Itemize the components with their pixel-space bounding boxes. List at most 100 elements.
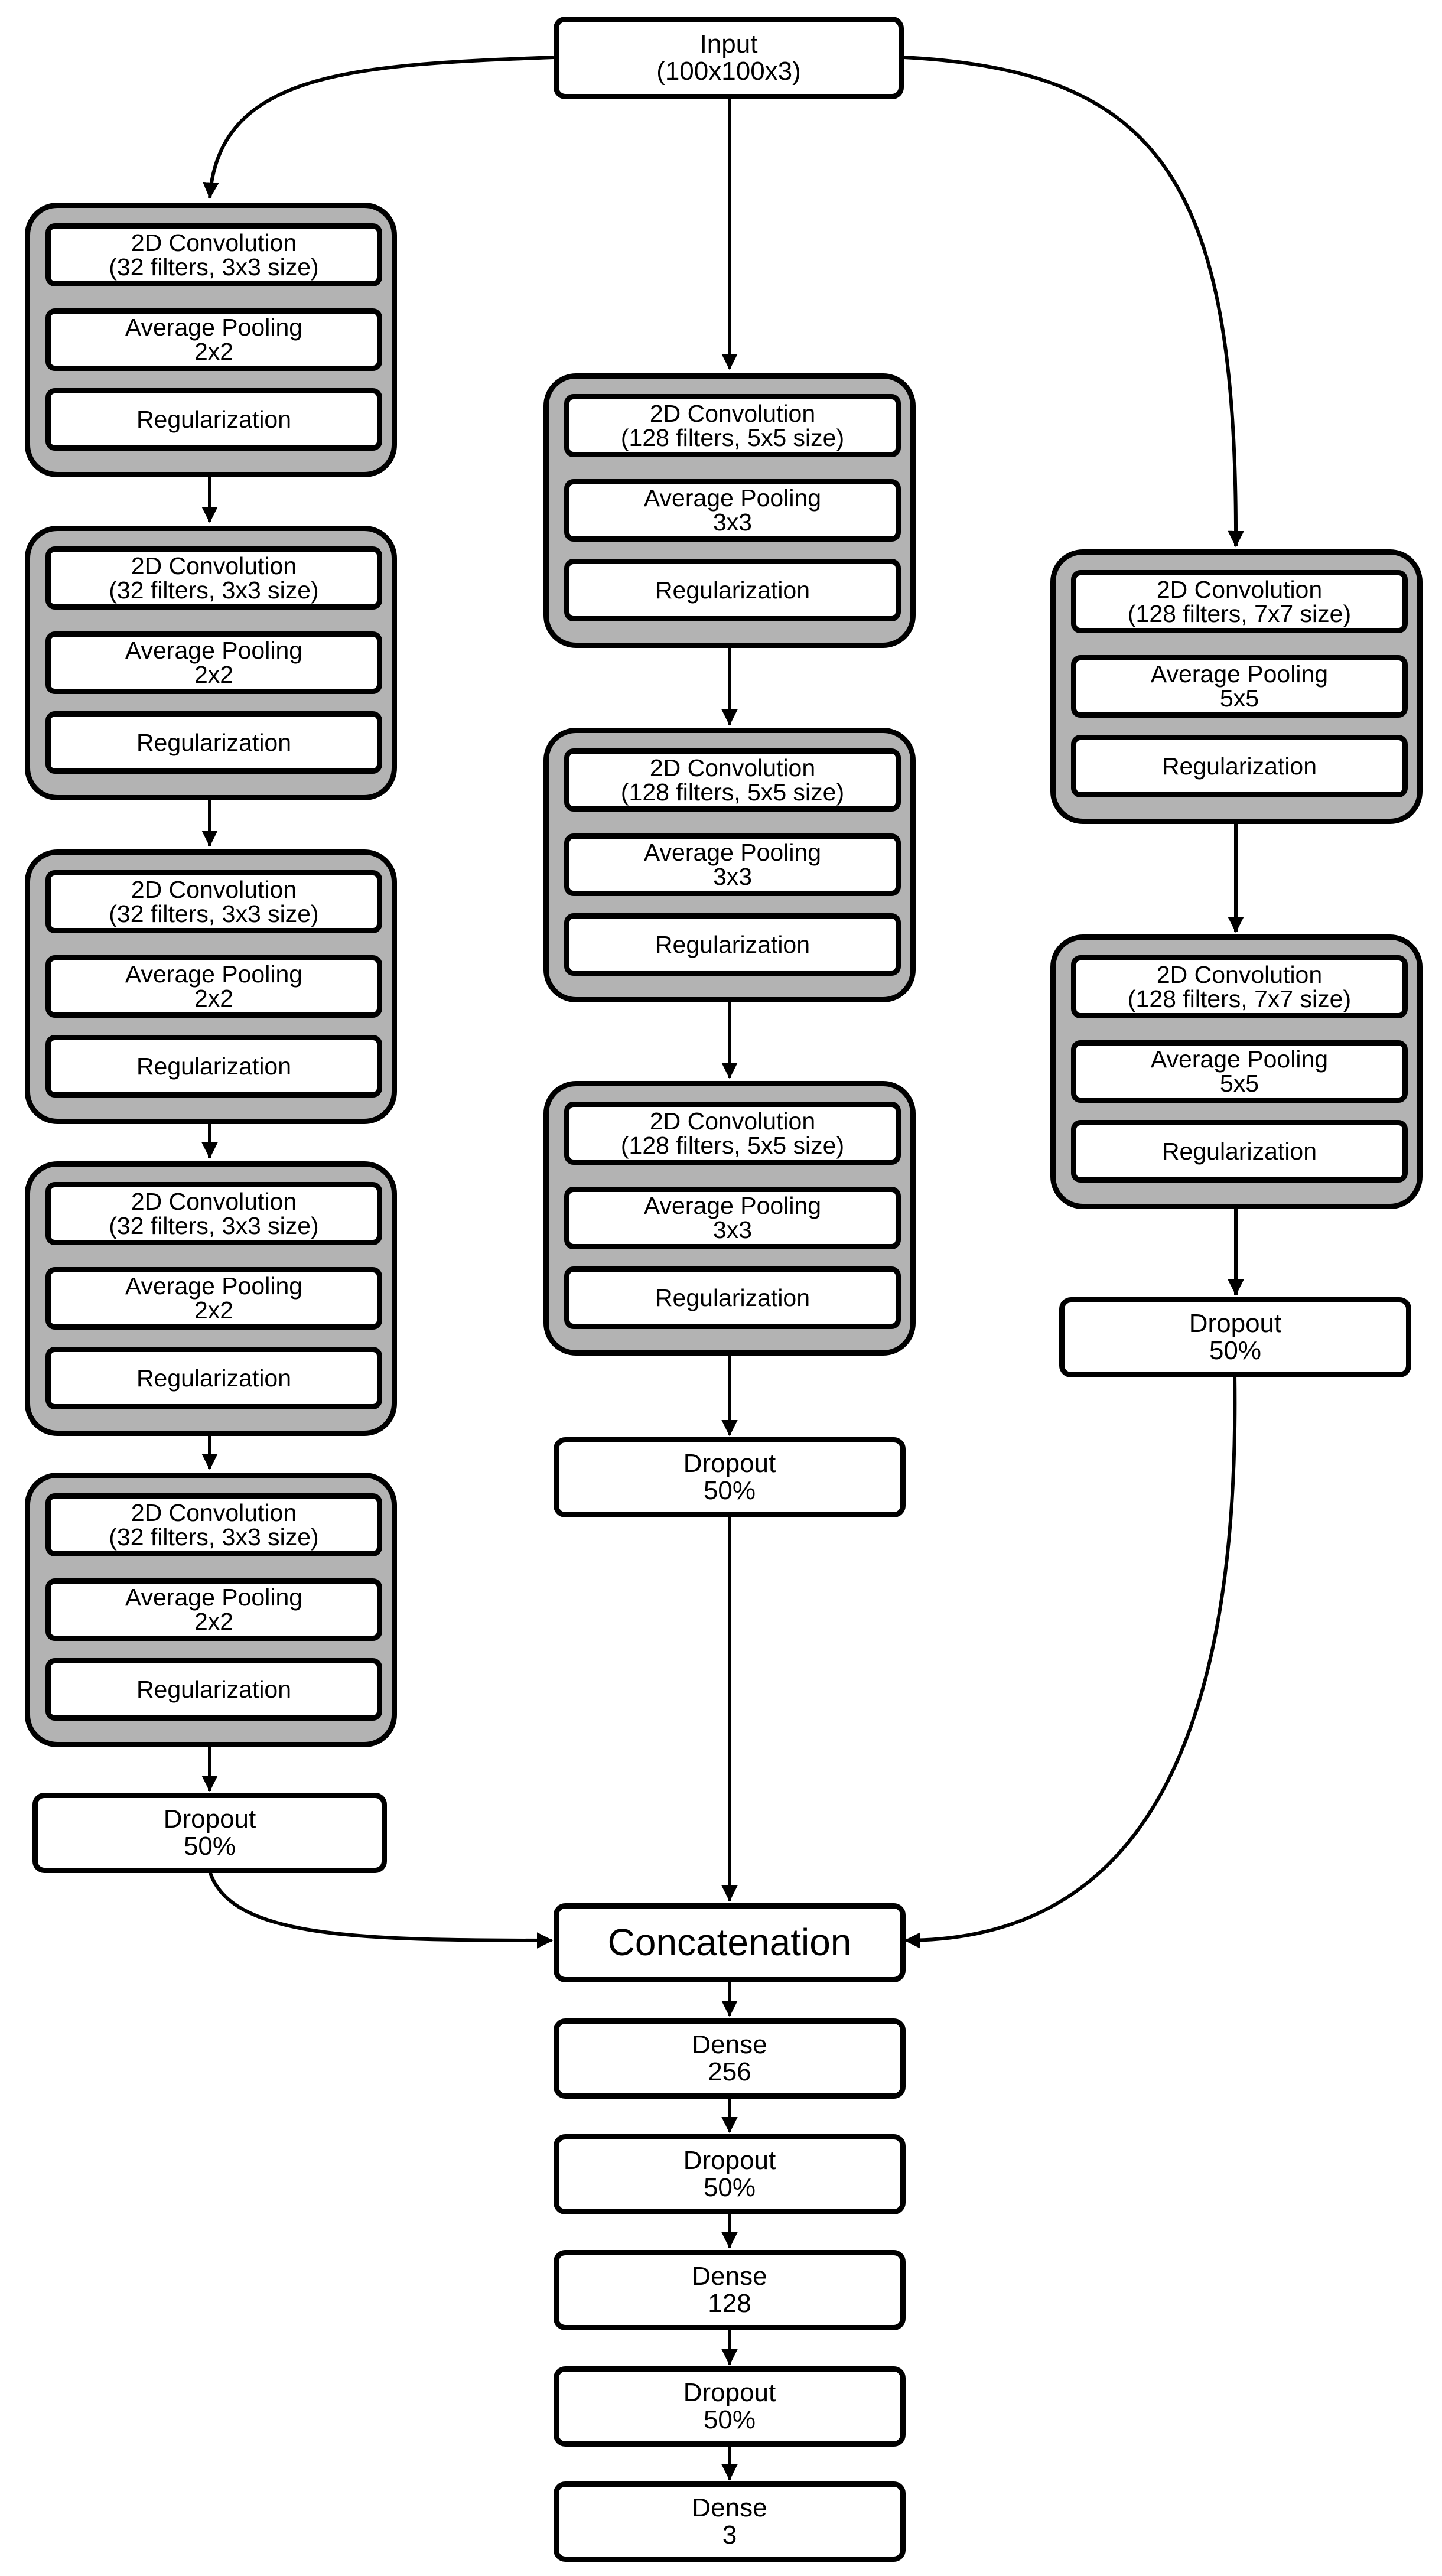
conv2d-layer: 2D Convolution (32 filters, 3x3 size)	[45, 546, 382, 610]
input-label: Input	[699, 29, 758, 58]
dropout-label: Dropout	[683, 2145, 776, 2175]
avg-pool-label: Average Pooling	[1150, 1046, 1329, 1073]
avg-pool-size: 3x3	[712, 1216, 753, 1243]
avg-pool-label: Average Pooling	[125, 960, 303, 988]
concatenation-node: Concatenation	[554, 1903, 906, 1982]
head-dropout-2-node: Dropout 50%	[554, 2366, 906, 2447]
regularization-label: Regularization	[136, 405, 292, 433]
avg-pool-label: Average Pooling	[643, 1192, 822, 1219]
dropout-rate: 50%	[703, 2405, 756, 2434]
dropout-label: Dropout	[683, 1448, 776, 1478]
left-dropout-node: Dropout 50%	[32, 1793, 387, 1873]
regularization-layer: Regularization	[45, 1658, 382, 1721]
conv2d-layer: 2D Convolution (128 filters, 5x5 size)	[564, 748, 901, 812]
dense-label: Dense	[692, 2493, 767, 2522]
dense-256-node: Dense 256	[554, 2018, 906, 2099]
avg-pool-size: 2x2	[194, 661, 234, 688]
avg-pool-label: Average Pooling	[125, 637, 303, 664]
dropout-rate: 50%	[703, 1476, 756, 1505]
avg-pool-label: Average Pooling	[1150, 660, 1329, 688]
regularization-label: Regularization	[136, 1675, 292, 1703]
edge-input-to-left	[203, 56, 554, 199]
regularization-layer: Regularization	[45, 711, 382, 774]
conv2d-params: (32 filters, 3x3 size)	[109, 1212, 319, 1239]
middle-conv-block-1: 2D Convolution (128 filters, 5x5 size) A…	[543, 373, 916, 648]
conv2d-label: 2D Convolution	[131, 552, 297, 579]
regularization-layer: Regularization	[564, 913, 901, 976]
avg-pool-size: 2x2	[194, 338, 234, 365]
avg-pool-layer: Average Pooling 3x3	[564, 833, 901, 896]
edge-left-dropout-to-concat	[208, 1871, 554, 1949]
regularization-label: Regularization	[136, 1052, 292, 1080]
conv2d-label: 2D Convolution	[131, 1187, 297, 1215]
regularization-layer: Regularization	[564, 559, 901, 621]
conv2d-params: (32 filters, 3x3 size)	[109, 900, 319, 927]
concatenation-label: Concatenation	[607, 1921, 852, 1964]
middle-conv-block-3: 2D Convolution (128 filters, 5x5 size) A…	[543, 1081, 916, 1356]
edge-right-dropout-to-concat	[904, 1375, 1237, 1949]
conv2d-label: 2D Convolution	[649, 1107, 816, 1135]
regularization-label: Regularization	[136, 1364, 292, 1392]
avg-pool-layer: Average Pooling 5x5	[1071, 1040, 1408, 1103]
avg-pool-layer: Average Pooling 2x2	[45, 631, 382, 694]
dense-label: Dense	[692, 2030, 767, 2059]
avg-pool-size: 5x5	[1219, 1070, 1259, 1097]
regularization-label: Regularization	[136, 728, 292, 756]
conv2d-layer: 2D Convolution (32 filters, 3x3 size)	[45, 223, 382, 286]
avg-pool-label: Average Pooling	[643, 484, 822, 512]
conv2d-layer: 2D Convolution (128 filters, 5x5 size)	[564, 1102, 901, 1165]
right-conv-block-2: 2D Convolution (128 filters, 7x7 size) A…	[1050, 934, 1423, 1209]
left-conv-block-3: 2D Convolution (32 filters, 3x3 size) Av…	[25, 849, 397, 1124]
middle-conv-block-2: 2D Convolution (128 filters, 5x5 size) A…	[543, 728, 916, 1002]
dropout-rate: 50%	[1209, 1336, 1262, 1365]
avg-pool-layer: Average Pooling 5x5	[1071, 655, 1408, 718]
input-shape: (100x100x3)	[656, 57, 801, 86]
conv2d-layer: 2D Convolution (32 filters, 3x3 size)	[45, 870, 382, 933]
avg-pool-size: 3x3	[712, 509, 753, 536]
left-conv-block-4: 2D Convolution (32 filters, 3x3 size) Av…	[25, 1161, 397, 1436]
avg-pool-layer: Average Pooling 3x3	[564, 479, 901, 542]
avg-pool-layer: Average Pooling 2x2	[45, 955, 382, 1018]
avg-pool-size: 2x2	[194, 985, 234, 1012]
avg-pool-label: Average Pooling	[125, 1272, 303, 1300]
left-conv-block-1: 2D Convolution (32 filters, 3x3 size) Av…	[25, 203, 397, 477]
dropout-rate: 50%	[183, 1832, 236, 1861]
avg-pool-layer: Average Pooling 2x2	[45, 1267, 382, 1330]
left-conv-block-5: 2D Convolution (32 filters, 3x3 size) Av…	[25, 1473, 397, 1747]
regularization-label: Regularization	[1161, 1137, 1317, 1165]
dense-units: 256	[708, 2057, 751, 2086]
edge-input-to-right	[903, 56, 1244, 548]
conv2d-layer: 2D Convolution (128 filters, 7x7 size)	[1071, 955, 1408, 1018]
avg-pool-size: 3x3	[712, 863, 753, 890]
avg-pool-layer: Average Pooling 3x3	[564, 1187, 901, 1249]
conv2d-layer: 2D Convolution (32 filters, 3x3 size)	[45, 1493, 382, 1556]
conv2d-label: 2D Convolution	[649, 399, 816, 427]
dense-128-node: Dense 128	[554, 2250, 906, 2330]
avg-pool-size: 2x2	[194, 1608, 234, 1635]
conv2d-params: (32 filters, 3x3 size)	[109, 1523, 319, 1551]
dense-label: Dense	[692, 2261, 767, 2291]
conv2d-params: (128 filters, 5x5 size)	[620, 778, 845, 806]
conv2d-layer: 2D Convolution (128 filters, 5x5 size)	[564, 394, 901, 457]
middle-dropout-node: Dropout 50%	[554, 1437, 906, 1517]
conv2d-params: (128 filters, 5x5 size)	[620, 1131, 845, 1159]
left-conv-block-2: 2D Convolution (32 filters, 3x3 size) Av…	[25, 526, 397, 800]
conv2d-label: 2D Convolution	[1156, 575, 1323, 603]
conv2d-label: 2D Convolution	[1156, 960, 1323, 988]
conv2d-layer: 2D Convolution (128 filters, 7x7 size)	[1071, 570, 1408, 633]
avg-pool-layer: Average Pooling 2x2	[45, 1578, 382, 1641]
avg-pool-label: Average Pooling	[125, 1584, 303, 1611]
input-node: Input (100x100x3)	[554, 17, 904, 99]
dropout-rate: 50%	[703, 2173, 756, 2202]
dropout-label: Dropout	[683, 2378, 776, 2407]
regularization-layer: Regularization	[1071, 735, 1408, 797]
regularization-layer: Regularization	[1071, 1120, 1408, 1183]
dense-3-node: Dense 3	[554, 2481, 906, 2562]
conv2d-label: 2D Convolution	[131, 229, 297, 256]
regularization-label: Regularization	[655, 576, 810, 604]
conv2d-label: 2D Convolution	[131, 875, 297, 903]
dropout-label: Dropout	[1189, 1308, 1282, 1338]
right-conv-block-1: 2D Convolution (128 filters, 7x7 size) A…	[1050, 549, 1423, 824]
regularization-layer: Regularization	[45, 1035, 382, 1098]
dropout-label: Dropout	[163, 1804, 256, 1834]
